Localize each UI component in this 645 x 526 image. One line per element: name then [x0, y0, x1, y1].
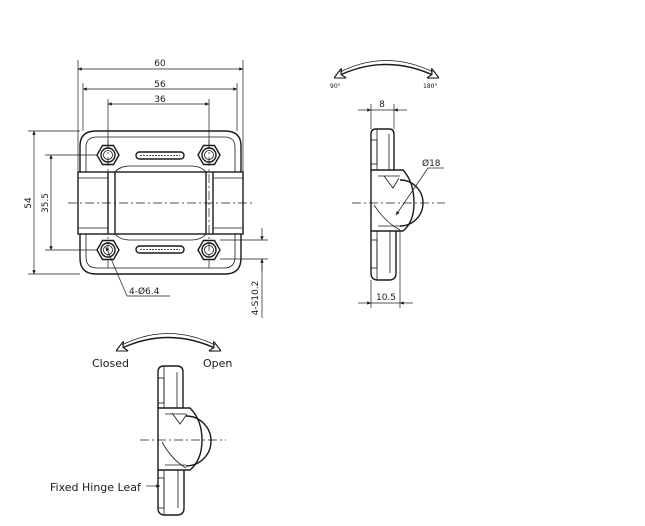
bottom-view: Closed Open Fixed Hinge Leaf	[50, 333, 232, 516]
rotation-arrow-side	[336, 63, 437, 78]
bottom-slot	[135, 245, 185, 254]
dim-counterbore: 4-S10.2	[251, 281, 261, 316]
top-slot	[135, 151, 185, 160]
label-fixed-hinge-leaf: Fixed Hinge Leaf	[50, 481, 142, 494]
dim-bottom: 10.5	[376, 293, 396, 303]
label-closed: Closed	[92, 357, 129, 370]
angle-left-label: 90°	[330, 83, 341, 90]
dim-height-total: 54	[24, 197, 34, 209]
side-view: 90° 180° Ø18 8	[330, 60, 445, 308]
dim-top: 8	[379, 100, 385, 110]
dim-width-inner: 36	[154, 95, 166, 105]
dim-diameter: Ø18	[422, 158, 441, 169]
front-view: 60 56 36 54 35.5 4-S10.2 4-Ø6.4	[24, 59, 268, 318]
label-open: Open	[203, 357, 232, 370]
dim-height-holes: 35.5	[41, 193, 51, 213]
angle-right-label: 180°	[423, 83, 437, 90]
dim-width-total: 60	[154, 59, 166, 69]
rotation-arrow-bottom	[118, 336, 219, 351]
dim-hole-callout: 4-Ø6.4	[129, 286, 160, 297]
knuckle-circle-bottom	[185, 415, 212, 467]
dim-width-mid: 56	[154, 80, 166, 90]
bottom-leaf-outline	[79, 234, 242, 275]
top-leaf-outline	[79, 130, 242, 172]
